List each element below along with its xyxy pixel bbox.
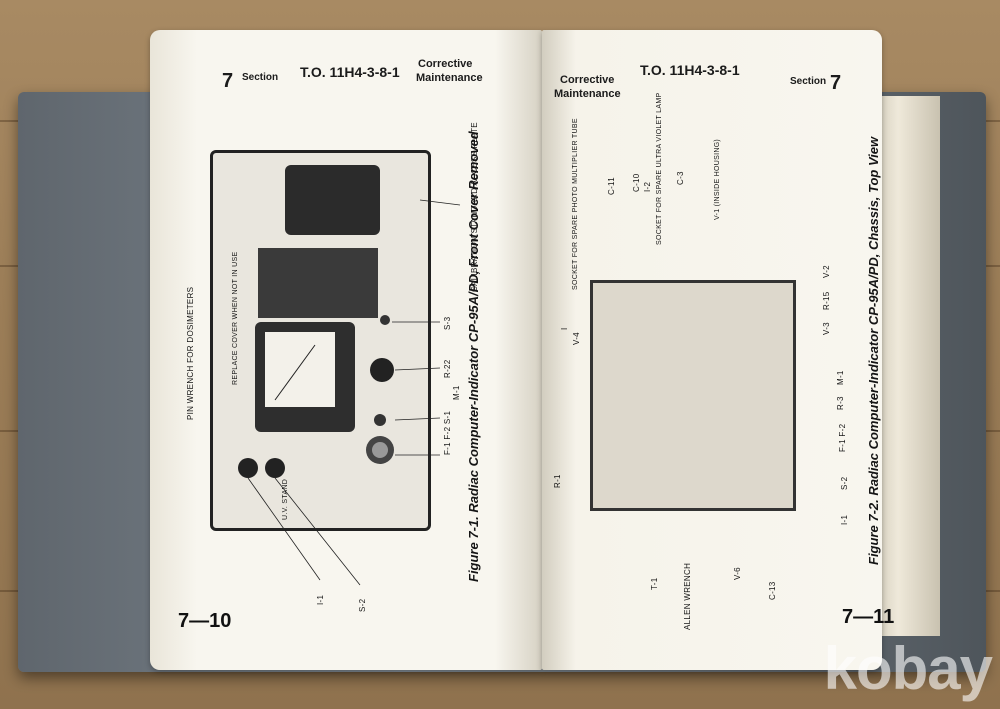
- left-callout-replace-cover: REPLACE COVER WHEN NOT IN USE: [232, 251, 239, 385]
- right-callout-socket-uv: SOCKET FOR SPARE ULTRA VIOLET LAMP: [656, 92, 663, 245]
- right-callout-v3: V-3: [822, 322, 831, 335]
- right-callout-v1: V-1 (INSIDE HOUSING): [714, 138, 721, 220]
- left-callout-s3: S-3: [443, 316, 452, 330]
- left-chapter-title-line1: Corrective: [418, 58, 473, 70]
- right-figure-caption: Figure 7-2. Radiac Computer-Indicator CP…: [866, 136, 881, 565]
- right-callout-t1: T-1: [650, 577, 659, 590]
- right-section-number: 7: [830, 72, 842, 94]
- right-callout-c13: C-13: [768, 581, 777, 600]
- right-callout-s2: S-2: [840, 476, 849, 490]
- right-doc-number: T.O. 11H4-3-8-1: [640, 62, 740, 78]
- right-callout-v6: V-6: [733, 567, 742, 580]
- right-callout-m1: M-1: [836, 370, 845, 385]
- left-callout-uv-stand: U.V. STAND: [282, 478, 289, 520]
- right-section-label: Section: [790, 76, 827, 87]
- right-callout-r3: R-3: [836, 396, 845, 410]
- left-section-label: Section: [242, 72, 279, 83]
- right-callout-r1: R-1: [553, 474, 562, 488]
- left-callout-m1: M-1: [452, 385, 461, 400]
- right-callout-i1: I-1: [840, 514, 849, 525]
- right-callout-v2: V-2: [822, 265, 831, 278]
- page-stack-edge: [880, 96, 940, 636]
- right-callout-socket-photo: SOCKET FOR SPARE PHOTO MULTIPLIER TUBE: [572, 118, 579, 290]
- right-callout-v4: V-4: [572, 332, 581, 345]
- left-callout-f2s1: F-1 F-2 S-1: [443, 410, 452, 455]
- left-callout-s2: S-2: [358, 598, 367, 612]
- left-section-number: 7: [222, 70, 234, 92]
- right-callout-c11: C-11: [607, 177, 616, 195]
- left-callout-pin-wrench: PIN WRENCH FOR DOSIMETERS: [186, 286, 195, 420]
- right-callout-allen-wrench: ALLEN WRENCH: [683, 562, 692, 630]
- right-page-number: 7—11: [842, 606, 895, 628]
- right-callout-c3: C-3: [676, 171, 685, 185]
- watermark-logo: kobay: [823, 635, 993, 702]
- left-callout-i1: I-1: [316, 594, 325, 605]
- left-callout-r22: R-22: [443, 359, 452, 378]
- right-chapter-title-line1: Corrective: [560, 74, 615, 86]
- left-page-number: 7—10: [178, 610, 232, 632]
- right-callout-r15: R-15: [822, 291, 831, 310]
- right-callout-c10: C-10: [632, 173, 641, 192]
- left-chapter-title-line2: Maintenance: [416, 72, 483, 84]
- left-figure-caption: Figure 7-1. Radiac Computer-Indicator CP…: [466, 131, 481, 582]
- right-chapter-title-line2: Maintenance: [554, 88, 621, 100]
- computer-indicator-chassis: [590, 280, 796, 511]
- right-callout-f1f2: F-1 F-2: [838, 423, 847, 452]
- left-doc-number: T.O. 11H4-3-8-1: [300, 64, 400, 80]
- right-callout-i2: I-2: [643, 181, 652, 192]
- right-callout-i: I: [560, 327, 569, 330]
